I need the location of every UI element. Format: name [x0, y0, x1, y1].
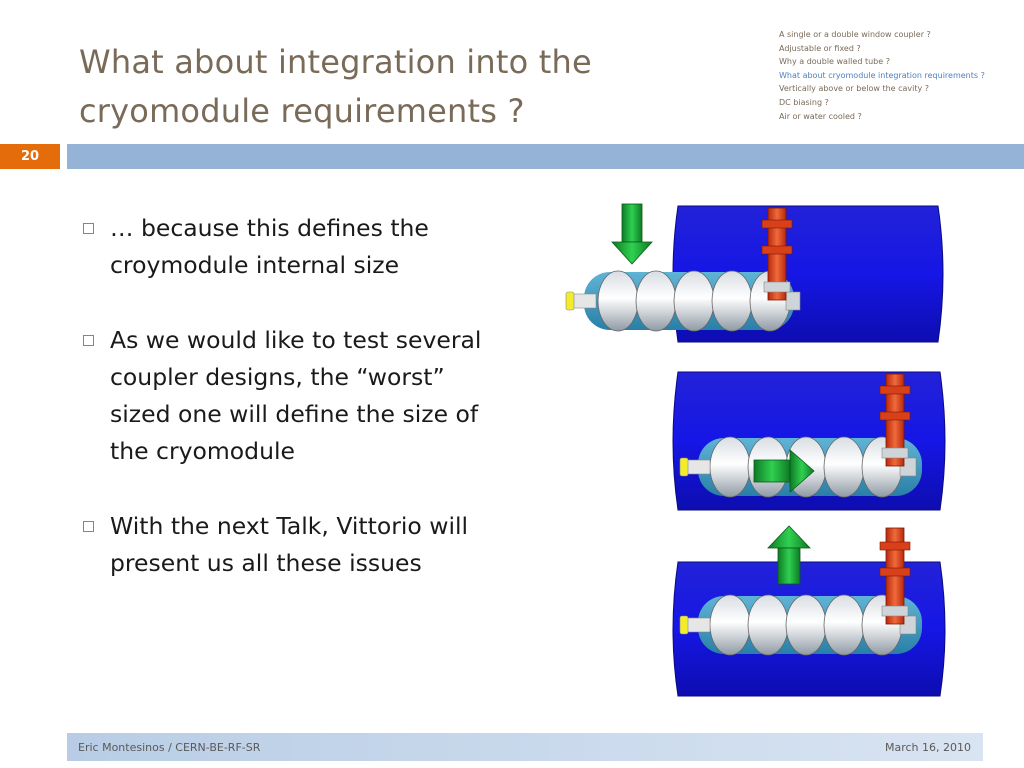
green-arrow-right-icon [753, 449, 815, 493]
bullet-square-icon [83, 335, 94, 346]
bullet-text: With the next Talk, Vittorio will presen… [110, 512, 469, 577]
coupler-icon [879, 373, 911, 467]
agenda-item: DC biasing ? [779, 97, 829, 107]
coupler-icon [879, 527, 911, 625]
bullet-item: With the next Talk, Vittorio will presen… [80, 508, 500, 582]
bullet-item: … because this defines the croymodule in… [80, 210, 500, 284]
bullet-text: As we would like to test several coupler… [110, 326, 482, 465]
slide-title: What about integration into the cryomodu… [79, 38, 679, 136]
bullet-item: As we would like to test several coupler… [80, 322, 500, 470]
green-arrow-down-icon [611, 203, 653, 265]
agenda-item-active: What about cryomodule integration requir… [779, 70, 985, 80]
slide-title-line-1: What about integration into the [79, 43, 592, 81]
cryomodule-diagram-panel-3 [672, 525, 946, 697]
agenda-item: Vertically above or below the cavity ? [779, 84, 930, 94]
agenda-item: Air or water cooled ? [779, 111, 862, 121]
footer-author: Eric Montesinos / CERN-BE-RF-SR [78, 741, 261, 754]
bullet-text: … because this defines the croymodule in… [110, 214, 429, 279]
bullet-square-icon [83, 223, 94, 234]
coupler-icon [761, 207, 793, 301]
agenda-list: A single or a double window coupler ? Ad… [779, 28, 985, 123]
bullet-list: … because this defines the croymodule in… [80, 210, 500, 620]
cryomodule-diagram-panel-1 [565, 203, 944, 343]
bullet-square-icon [83, 521, 94, 532]
agenda-item: Adjustable or fixed ? [779, 43, 861, 53]
cryomodule-diagram-panel-2 [672, 371, 946, 511]
slide-title-line-2: cryomodule requirements ? [79, 92, 525, 130]
green-arrow-up-icon [767, 525, 811, 585]
agenda-item: A single or a double window coupler ? [779, 30, 931, 39]
footer-date: March 16, 2010 [884, 741, 971, 754]
slide-number: 20 [0, 144, 60, 169]
footer-bar: Eric Montesinos / CERN-BE-RF-SR March 16… [67, 733, 983, 761]
header-bar [67, 144, 1024, 169]
agenda-item: Why a double walled tube ? [779, 57, 890, 67]
